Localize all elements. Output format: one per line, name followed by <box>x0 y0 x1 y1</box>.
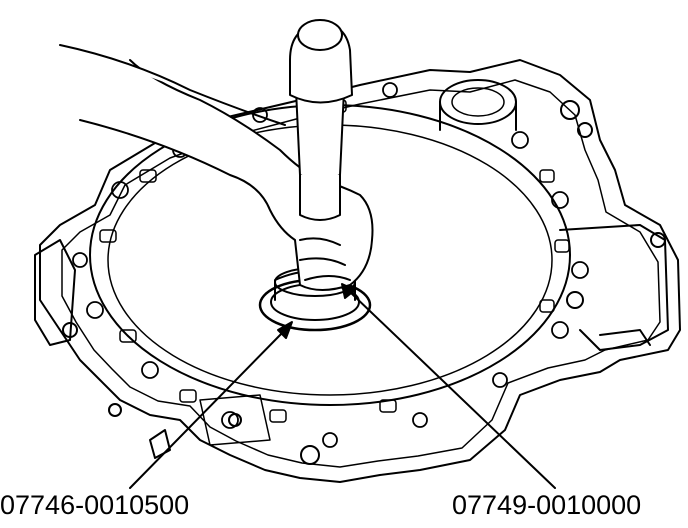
right-bracket <box>559 224 669 351</box>
bottom-bosses <box>199 394 320 465</box>
leader-line-right <box>349 291 556 489</box>
leader-line-left <box>129 329 286 489</box>
hammer <box>289 19 353 221</box>
arrow-head-right <box>341 283 356 299</box>
arrow-head-left <box>277 321 293 339</box>
hand <box>59 44 374 291</box>
left-bracket <box>34 239 171 459</box>
part-number-label-left: 07746-0010500 <box>0 490 190 520</box>
flange-bolt-holes <box>72 82 589 448</box>
part-number-label-right: 07749-0010000 <box>452 490 642 520</box>
leader-lines <box>129 283 556 489</box>
top-port <box>439 79 593 138</box>
